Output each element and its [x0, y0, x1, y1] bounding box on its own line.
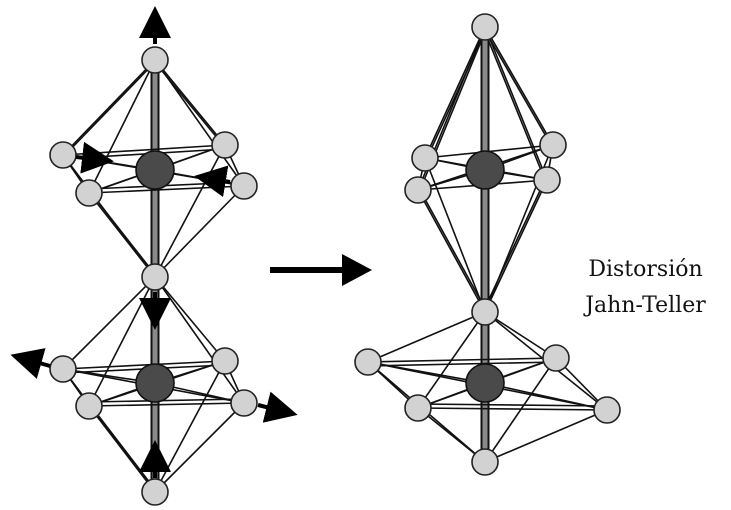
caption-line-2: Jahn-Teller [585, 293, 706, 318]
distortion-caption: Distorsión Jahn-Teller [560, 252, 731, 324]
displacement-arrow-icon [10, 6, 298, 478]
right-metal-atoms [465, 150, 505, 403]
left-octahedra-structure [10, 6, 298, 506]
transformation-arrow-icon [270, 254, 372, 286]
left-metal-atoms [135, 150, 175, 403]
right-octahedra-structure [354, 13, 621, 476]
left-ligand-atoms [49, 46, 258, 506]
caption-line-1: Distorsión [588, 257, 703, 282]
right-ligand-atoms [354, 13, 621, 476]
